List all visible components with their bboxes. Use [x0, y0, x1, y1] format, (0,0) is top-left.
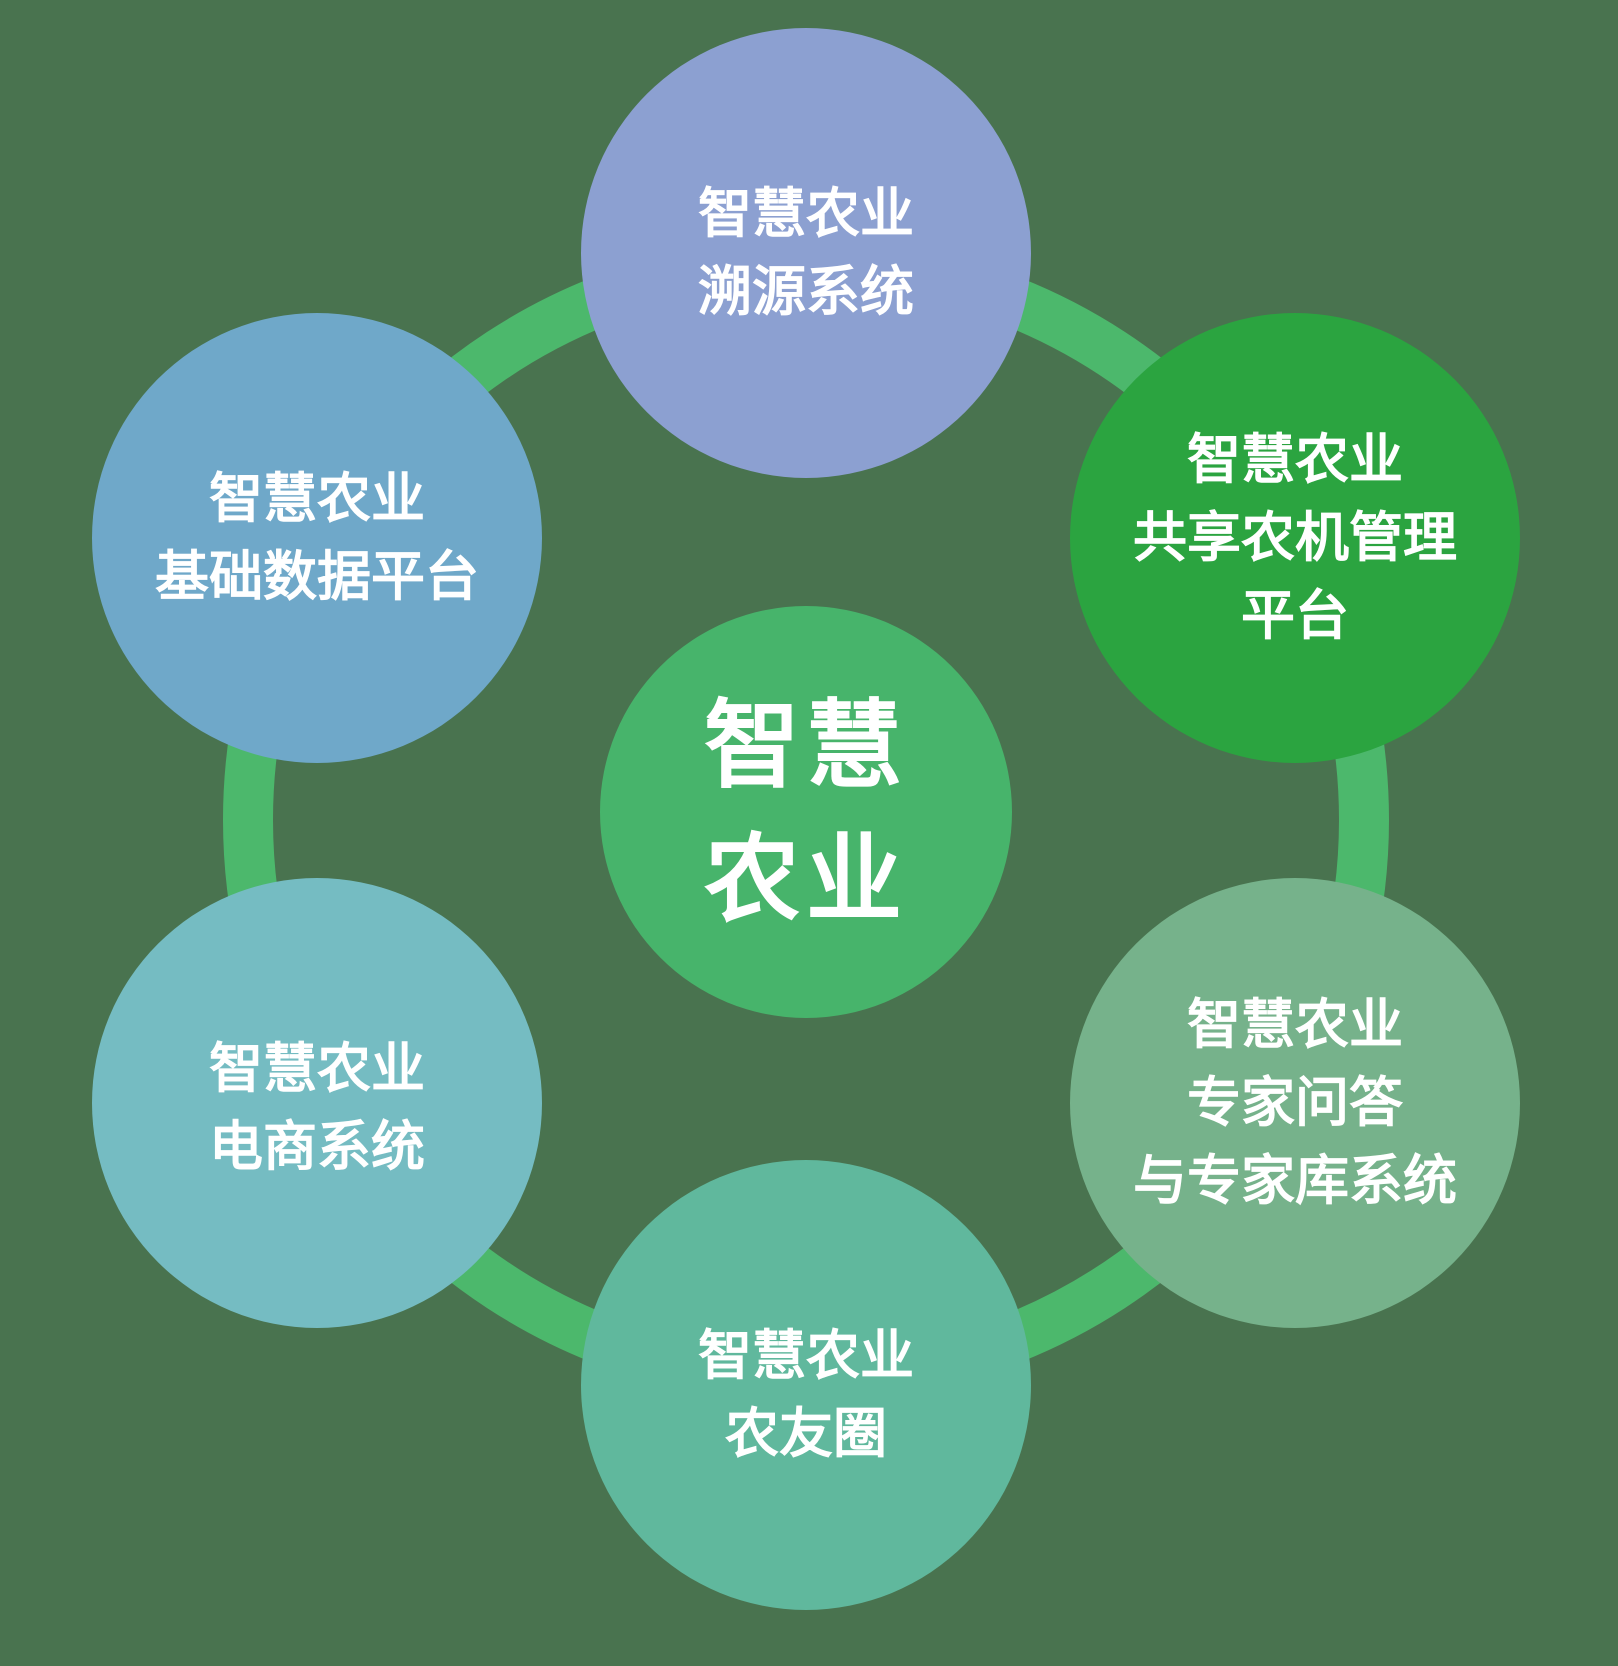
node-traceability-system: 智慧农业 溯源系统 [581, 28, 1031, 478]
node-center-smart-agriculture-label-line1: 智慧 [704, 693, 908, 800]
node-shared-machinery-platform-label-line1: 智慧农业 [1187, 430, 1403, 490]
node-expert-qa-database-system: 智慧农业 专家问答 与专家库系统 [1070, 878, 1520, 1328]
node-shared-machinery-platform-label-line2: 共享农机管理 [1133, 508, 1457, 568]
node-basic-data-platform-label-line1: 智慧农业 [209, 469, 425, 529]
node-farmer-friends-circle: 智慧农业 农友圈 [581, 1160, 1031, 1610]
node-ecommerce-system-circle [92, 878, 542, 1328]
node-center-smart-agriculture-circle [600, 606, 1012, 1018]
node-basic-data-platform-circle [92, 313, 542, 763]
node-farmer-friends-circle-circle [581, 1160, 1031, 1610]
node-center-smart-agriculture-label-line2: 农业 [704, 827, 908, 934]
node-ecommerce-system-label-line2: 电商系统 [209, 1117, 425, 1177]
node-ecommerce-system-label-line1: 智慧农业 [209, 1039, 425, 1099]
node-basic-data-platform: 智慧农业 基础数据平台 [92, 313, 542, 763]
node-traceability-system-label-line1: 智慧农业 [698, 184, 914, 244]
node-traceability-system-label-line2: 溯源系统 [698, 262, 914, 322]
node-shared-machinery-platform: 智慧农业 共享农机管理 平台 [1070, 313, 1520, 763]
node-center-smart-agriculture: 智慧 农业 [600, 606, 1012, 1018]
node-traceability-system-circle [581, 28, 1031, 478]
node-ecommerce-system: 智慧农业 电商系统 [92, 878, 542, 1328]
node-farmer-friends-circle-label-line1: 智慧农业 [698, 1326, 914, 1386]
node-expert-qa-database-system-label-line1: 智慧农业 [1187, 995, 1403, 1055]
node-shared-machinery-platform-label-line3: 平台 [1241, 586, 1349, 646]
node-basic-data-platform-label-line2: 基础数据平台 [155, 547, 479, 607]
node-expert-qa-database-system-circle [1070, 878, 1520, 1328]
node-farmer-friends-circle-label-line2: 农友圈 [725, 1404, 887, 1464]
node-expert-qa-database-system-label-line2: 专家问答 [1187, 1073, 1404, 1133]
node-shared-machinery-platform-circle [1070, 313, 1520, 763]
node-expert-qa-database-system-label-line3: 与专家库系统 [1133, 1151, 1457, 1211]
